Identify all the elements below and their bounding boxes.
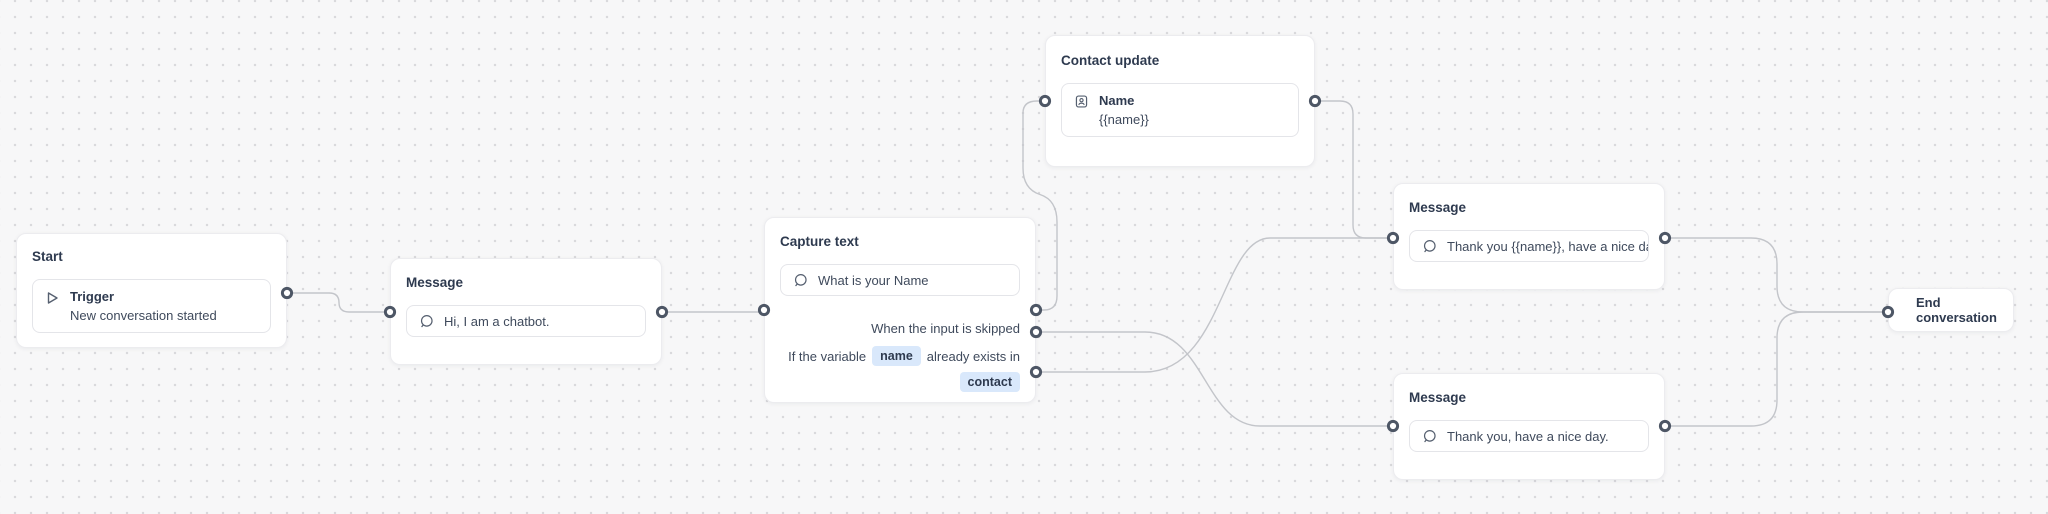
contact-field-label: Name bbox=[1099, 93, 1135, 108]
contact-pill[interactable]: contact bbox=[959, 372, 1020, 392]
edge-capture-exists-message2[interactable] bbox=[1036, 237, 1393, 373]
message-item[interactable]: Thank you, have a nice day. bbox=[1409, 420, 1649, 452]
edge-message2-end[interactable] bbox=[1665, 237, 1888, 313]
branch-exists-line1: If the variable name already exists in bbox=[788, 346, 1020, 366]
message-text: Hi, I am a chatbot. bbox=[444, 313, 550, 329]
trigger-sublabel: New conversation started bbox=[70, 308, 217, 323]
contact-field-value: {{name}} bbox=[1099, 112, 1149, 127]
chat-bubble-icon bbox=[793, 273, 808, 288]
end-label: End conversation bbox=[1916, 295, 1997, 325]
edge-capture-skipped-message3[interactable] bbox=[1036, 331, 1393, 427]
chat-bubble-icon bbox=[419, 314, 434, 329]
variable-pill[interactable]: name bbox=[872, 346, 921, 366]
edge-message3-end[interactable] bbox=[1665, 311, 1888, 427]
play-icon bbox=[45, 290, 60, 306]
branch-exists-prefix: If the variable bbox=[788, 348, 867, 364]
node-capture-text[interactable]: Capture text What is your Name When the … bbox=[764, 217, 1036, 403]
node-start[interactable]: Start Trigger New conversation started bbox=[16, 233, 287, 348]
node-end-conversation[interactable]: End conversation bbox=[1888, 288, 2014, 332]
node-title: Message bbox=[406, 275, 464, 290]
branch-skipped: When the input is skipped bbox=[871, 320, 1020, 337]
message-text: Thank you {{name}}, have a nice day. bbox=[1447, 238, 1649, 254]
node-message-2[interactable]: Message Thank you {{name}}, have a nice … bbox=[1393, 183, 1665, 290]
capture-branches: When the input is skipped If the variabl… bbox=[780, 320, 1020, 392]
node-title: Start bbox=[32, 249, 63, 264]
branch-exists-line2: contact bbox=[954, 372, 1020, 392]
node-title: Contact update bbox=[1061, 53, 1160, 68]
contact-card-icon bbox=[1074, 94, 1089, 109]
node-message-1[interactable]: Message Hi, I am a chatbot. bbox=[390, 258, 662, 365]
edge-start-message1[interactable] bbox=[287, 292, 390, 313]
node-contact-update[interactable]: Contact update Name {{name}} bbox=[1045, 35, 1315, 167]
node-title: Message bbox=[1409, 390, 1467, 405]
capture-question-item[interactable]: What is your Name bbox=[780, 264, 1020, 296]
node-title: Message bbox=[1409, 200, 1467, 215]
chat-bubble-icon bbox=[1422, 429, 1437, 444]
message-item[interactable]: Hi, I am a chatbot. bbox=[406, 305, 646, 337]
branch-exists-suffix: already exists in bbox=[926, 348, 1020, 364]
trigger-item[interactable]: Trigger New conversation started bbox=[32, 279, 271, 333]
node-title: Capture text bbox=[780, 234, 859, 249]
edge-contact-update-message2[interactable] bbox=[1315, 100, 1393, 239]
message-text: Thank you, have a nice day. bbox=[1447, 428, 1609, 444]
trigger-label: Trigger bbox=[70, 289, 115, 304]
message-item[interactable]: Thank you {{name}}, have a nice day. bbox=[1409, 230, 1649, 262]
node-message-3[interactable]: Message Thank you, have a nice day. bbox=[1393, 373, 1665, 480]
capture-question-text: What is your Name bbox=[818, 272, 929, 288]
chat-bubble-icon bbox=[1422, 239, 1437, 254]
branch-skipped-label: When the input is skipped bbox=[871, 321, 1020, 336]
contact-field-item[interactable]: Name {{name}} bbox=[1061, 83, 1299, 137]
